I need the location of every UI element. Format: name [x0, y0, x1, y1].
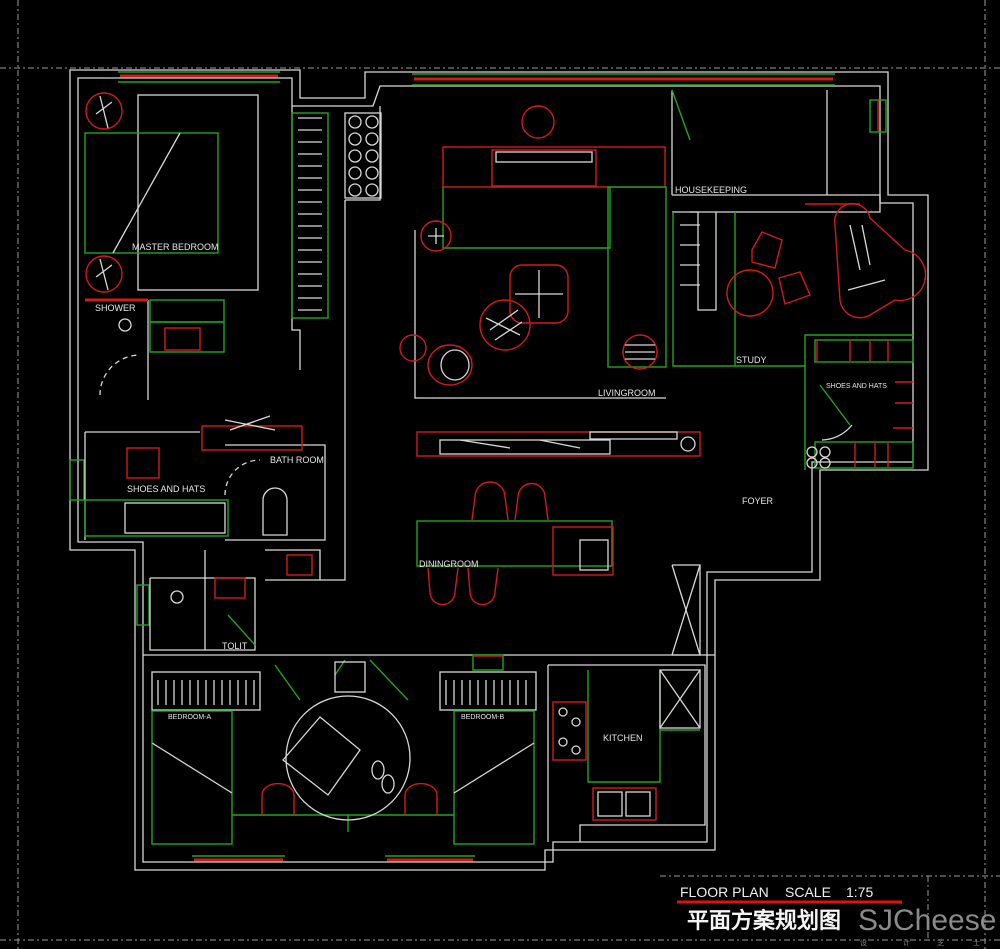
- tv-cabinet: [416, 431, 701, 457]
- watermark-sub-2: 计: [903, 938, 910, 947]
- room-label-bath-room: BATH ROOM: [270, 455, 324, 465]
- room-label-bedroom-b: BEDROOM-B: [461, 714, 505, 721]
- chinese-title: 平面方案规划图: [687, 908, 841, 934]
- interior-walls: [84, 90, 881, 842]
- study: HOUSEKEEPING STUDY: [671, 89, 927, 367]
- shoes-hats-right: SHOES AND HATS: [804, 334, 914, 470]
- watermark-sub-1: 设: [860, 938, 867, 947]
- room-label-shower: SHOWER: [95, 303, 136, 313]
- shoes-hats-left: SHOES AND HATS: [84, 447, 229, 537]
- watermark-logo: SJCheese: [858, 904, 996, 937]
- watermark-sub-4: 士: [973, 938, 980, 947]
- room-label-shoes-and-hats-left: SHOES AND HATS: [127, 484, 205, 494]
- room-label-kitchen: KITCHEN: [603, 733, 643, 743]
- shower-bath: SHOWER BATH ROOM: [85, 298, 324, 576]
- room-label-foyer: FOYER: [742, 496, 774, 506]
- room-label-tolit: TOLIT: [222, 641, 248, 651]
- room-label-diningroom: DININGROOM: [419, 559, 479, 569]
- wardrobe-hangers: [298, 117, 322, 311]
- room-label-livingroom: LIVINGROOM: [598, 388, 656, 398]
- master-bedroom: MASTER BEDROOM: [84, 92, 329, 319]
- bedrooms: BEDROOM-A BEDROOM-B: [151, 654, 537, 845]
- scale-label: SCALE: [785, 884, 831, 900]
- watermark-sub-3: 芝: [937, 938, 944, 947]
- exterior-walls: [69, 69, 929, 871]
- room-label-master-bedroom: MASTER BEDROOM: [132, 242, 219, 252]
- floor-plan-title: FLOOR PLAN: [680, 884, 769, 900]
- dining-room: DININGROOM: [416, 481, 614, 606]
- wine-rack: [344, 112, 382, 199]
- scale-value: 1:75: [846, 884, 873, 900]
- room-label-shoes-and-hats-right: SHOES AND HATS: [826, 383, 887, 390]
- toilet-room: TOLIT: [170, 577, 256, 651]
- living-room: LIVINGROOM: [399, 105, 667, 399]
- room-label-housekeeping: HOUSEKEEPING: [675, 185, 747, 195]
- room-label-study: STUDY: [736, 355, 767, 365]
- title-block: FLOOR PLAN SCALE 1:75 平面方案规划图 SJCheese 设…: [677, 884, 996, 947]
- kitchen: KITCHEN: [552, 669, 701, 821]
- room-label-bedroom-a: BEDROOM-A: [168, 714, 212, 721]
- windows: [69, 71, 887, 862]
